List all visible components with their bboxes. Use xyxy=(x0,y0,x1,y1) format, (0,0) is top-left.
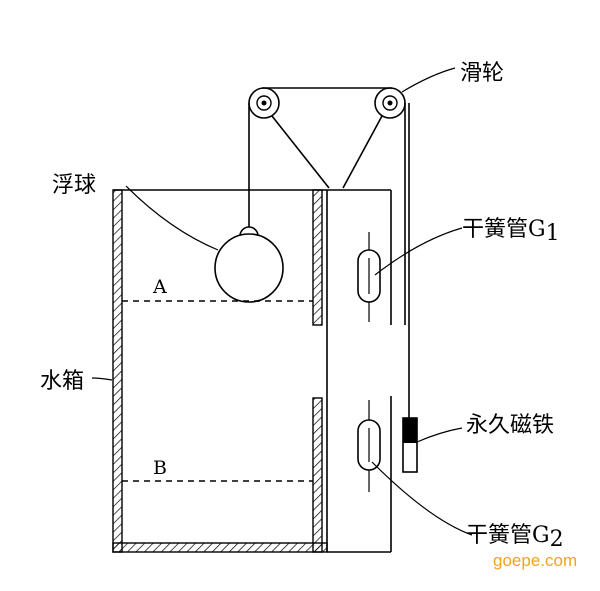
reed-switch-g2 xyxy=(357,400,381,492)
reed-g2-label: 干簧管G2 xyxy=(466,523,564,552)
magnet-label: 永久磁铁 xyxy=(466,413,554,438)
tank-label: 水箱 xyxy=(40,369,84,394)
tank-right-wall-upper xyxy=(312,189,323,326)
level-a-label: A xyxy=(152,276,167,298)
water-tank xyxy=(112,189,328,553)
rope xyxy=(248,87,410,418)
reed-g1-label: 干簧管G1 xyxy=(462,217,560,246)
permanent-magnet xyxy=(402,417,418,473)
tank-right-wall-lower xyxy=(312,397,323,553)
watermark: goepe.com xyxy=(493,551,577,570)
pulley-left xyxy=(248,87,280,119)
float-ball-label: 浮球 xyxy=(52,173,96,198)
float-ball xyxy=(214,226,284,303)
level-b-label: B xyxy=(153,457,167,479)
tank-left-wall xyxy=(112,189,123,553)
tank-bottom-wall xyxy=(112,542,328,553)
reed-switch-g1 xyxy=(357,232,381,322)
pulley-right xyxy=(374,87,406,119)
pulley-label: 滑轮 xyxy=(460,61,504,86)
switch-housing xyxy=(326,189,392,553)
leader-lines xyxy=(91,67,473,536)
